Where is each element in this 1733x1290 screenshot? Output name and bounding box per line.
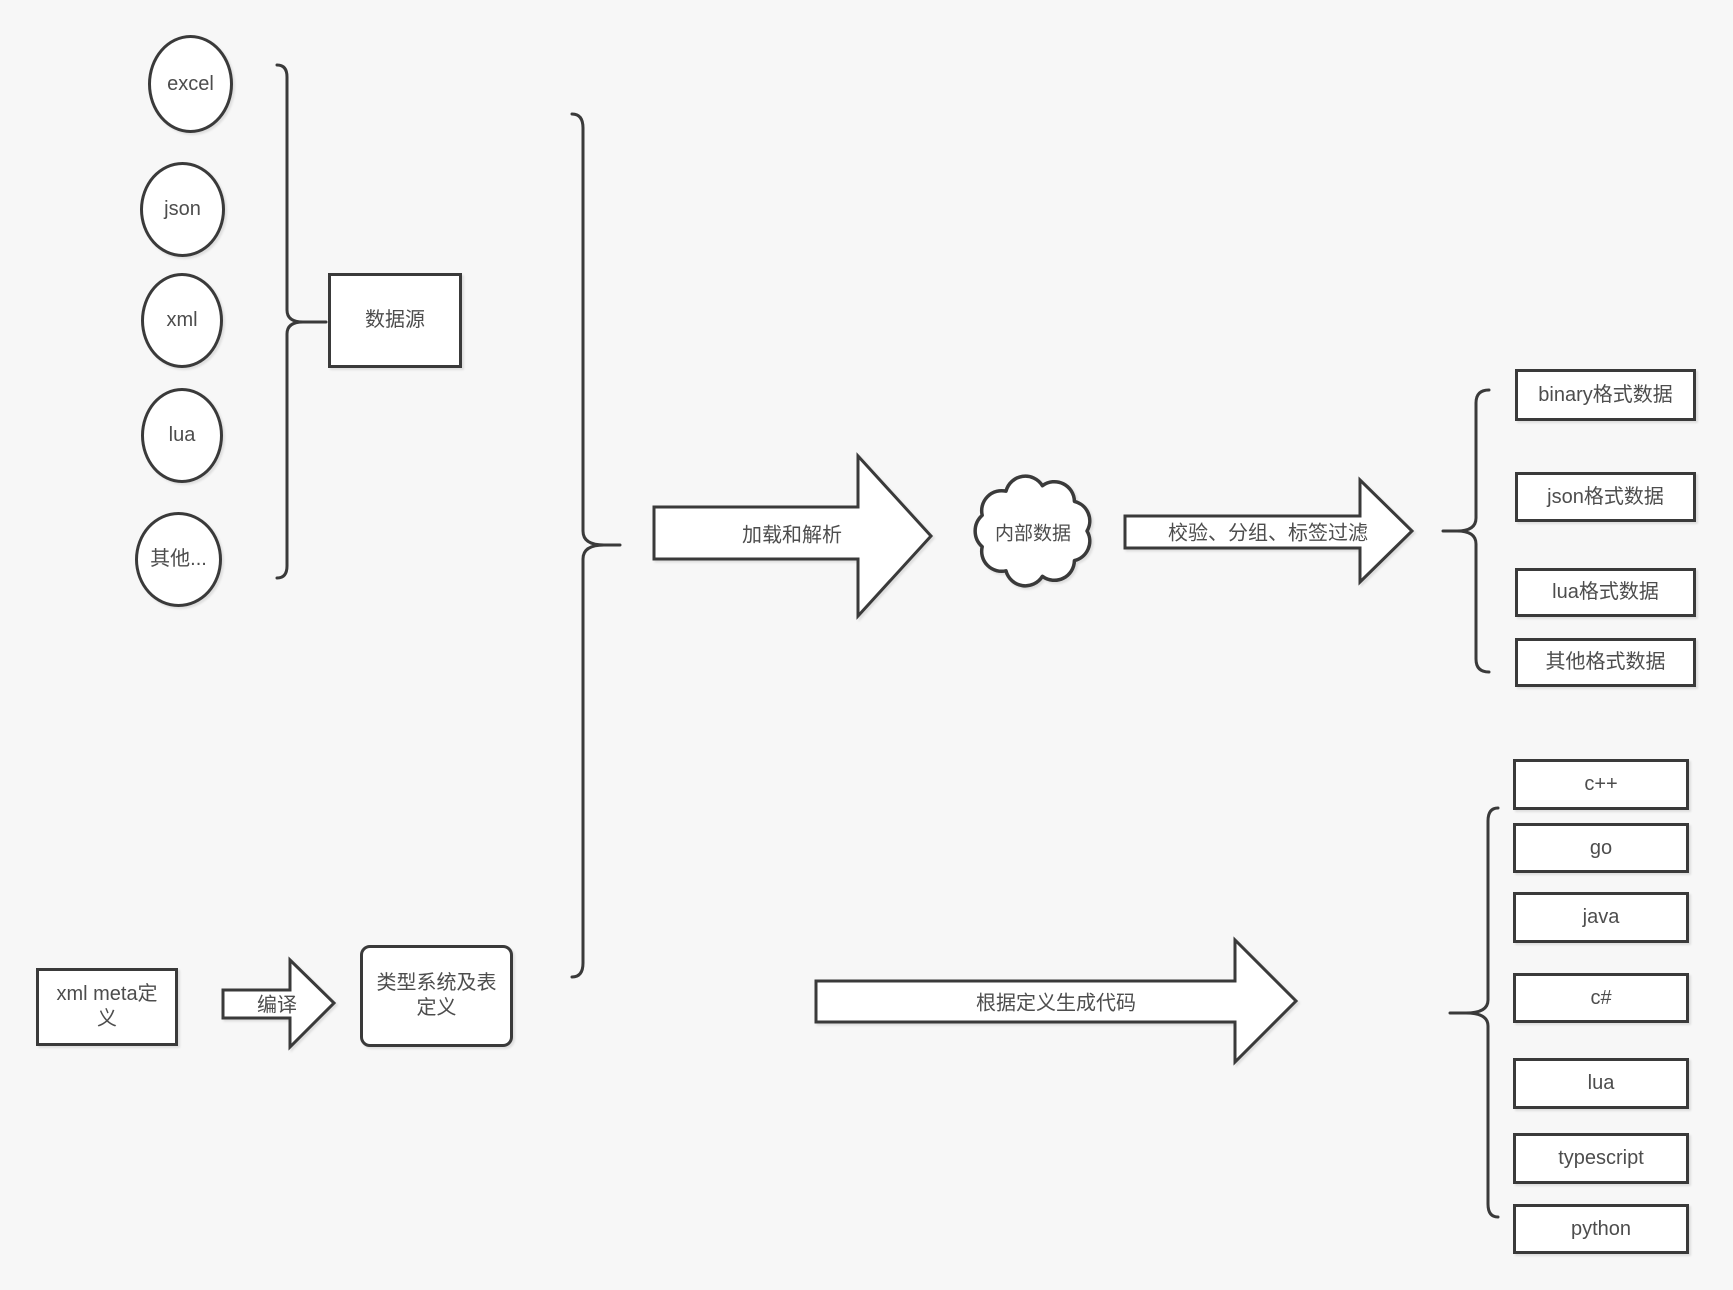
language-lua-label: lua <box>1587 1072 1615 1094</box>
source-group-brace <box>275 63 305 580</box>
language-python-label: python <box>1570 1217 1632 1240</box>
generate-code-arrow-label: 根据定义生成代码 <box>976 992 1136 1015</box>
language-box-go: go <box>1513 823 1689 873</box>
pipeline-input-brace <box>570 112 606 979</box>
format-output-box-lua: lua格式数据 <box>1515 568 1696 617</box>
language-cpp-label: c++ <box>1584 773 1618 795</box>
xml-meta-box: xml meta定义 <box>36 968 178 1046</box>
internal-data-cloud <box>973 474 1092 588</box>
language-java-label: java <box>1582 906 1620 928</box>
load-parse-arrow <box>652 452 934 620</box>
format-output-json-label: json格式数据 <box>1547 485 1664 508</box>
format-output-lua-label: lua格式数据 <box>1552 581 1659 603</box>
type-system-box: 类型系统及表定义 <box>360 945 513 1047</box>
language-box-typescript: typescript <box>1513 1133 1689 1184</box>
filter-arrow <box>1123 476 1415 586</box>
xml-meta-label: xml meta定义 <box>56 983 158 1030</box>
language-outputs-brace <box>1464 806 1500 1219</box>
source-node-excel: excel <box>148 35 233 133</box>
source-node-lua: lua <box>141 388 223 483</box>
filter-arrow-label: 校验、分组、标签过滤 <box>1168 522 1368 545</box>
format-outputs-brace <box>1455 388 1491 674</box>
source-node-xml-label: xml <box>166 309 198 331</box>
language-box-cpp: c++ <box>1513 759 1689 810</box>
language-box-python: python <box>1513 1204 1689 1254</box>
source-node-other: 其他... <box>135 512 222 607</box>
generate-code-arrow <box>814 936 1299 1066</box>
source-node-json-label: json <box>164 198 201 220</box>
language-go-label: go <box>1589 836 1613 859</box>
compile-arrow-label: 编译 <box>257 994 297 1017</box>
compile-arrow <box>221 956 337 1051</box>
language-box-java: java <box>1513 892 1689 943</box>
data-source-label: 数据源 <box>365 309 425 331</box>
format-output-binary-label: binary格式数据 <box>1538 383 1673 406</box>
internal-data-label: 内部数据 <box>994 523 1072 545</box>
language-box-csharp: c# <box>1513 973 1689 1023</box>
language-csharp-label: c# <box>1590 986 1612 1009</box>
source-node-excel-label: excel <box>167 72 214 95</box>
source-node-lua-label: lua <box>168 424 196 446</box>
format-output-box-binary: binary格式数据 <box>1515 369 1696 421</box>
format-output-other-label: 其他格式数据 <box>1545 651 1666 673</box>
format-output-box-json: json格式数据 <box>1515 472 1696 522</box>
format-output-box-other: 其他格式数据 <box>1515 638 1696 687</box>
load-parse-arrow-label: 加载和解析 <box>742 524 842 547</box>
language-box-lua: lua <box>1513 1058 1689 1109</box>
source-node-other-label: 其他... <box>150 548 207 570</box>
type-system-label: 类型系统及表定义 <box>376 972 497 1019</box>
language-typescript-label: typescript <box>1558 1147 1644 1169</box>
source-node-xml: xml <box>141 273 223 368</box>
data-source-box: 数据源 <box>328 273 462 368</box>
source-node-json: json <box>140 162 225 257</box>
